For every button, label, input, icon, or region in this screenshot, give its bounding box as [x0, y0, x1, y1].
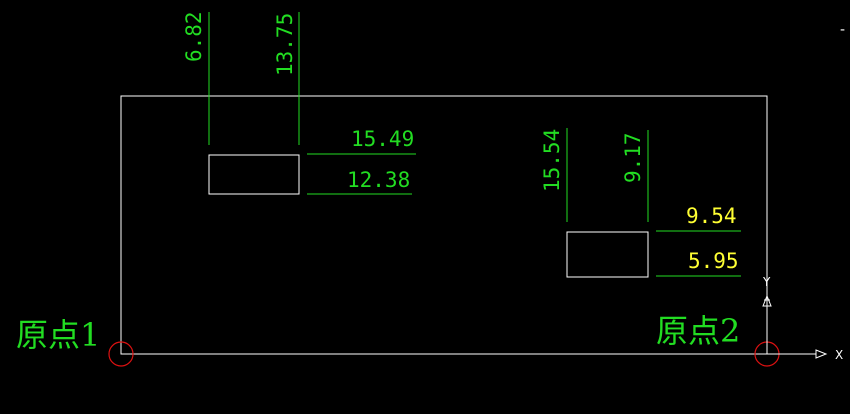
ucs-y-label: Y [762, 275, 771, 289]
dim-text-2-h2: 5.95 [688, 249, 739, 273]
cutout-rect-1[interactable] [208, 154, 300, 195]
ucs-x-label: X [835, 348, 843, 362]
dim-text-2-v1: 15.54 [540, 129, 564, 192]
sheet-outline [120, 95, 768, 355]
ucs-y-arrow-icon [762, 294, 772, 307]
dim-text-2-h1: 9.54 [686, 204, 737, 228]
origin-2-label: 原点2 [656, 312, 740, 350]
dim-text-2-v2: 9.17 [621, 132, 645, 183]
corner-mark: - [840, 22, 845, 38]
dim-text-1-h2: 12.38 [347, 168, 410, 192]
dim-text-1-h1: 15.49 [351, 127, 414, 151]
dim-text-1-v2: 13.75 [273, 13, 297, 76]
ucs-x-arrow-icon [815, 349, 828, 359]
origin-1-marker[interactable] [108, 341, 134, 367]
origin-1-label: 原点1 [16, 316, 100, 354]
dim-text-1-v1: 6.82 [182, 11, 206, 62]
cutout-rect-2[interactable] [566, 231, 649, 278]
